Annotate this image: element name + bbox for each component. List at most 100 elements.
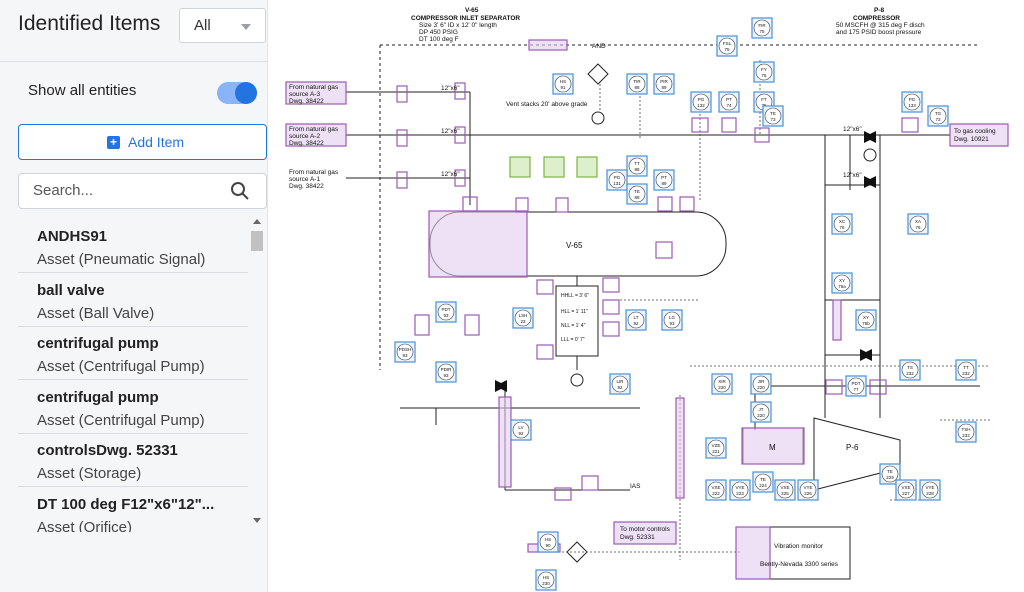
instrument-bubble[interactable]: PDT77 <box>846 376 866 396</box>
instrument-bubble[interactable]: HS230 <box>536 570 556 590</box>
item-type: Asset (Orifice) <box>37 519 132 532</box>
instrument-bubble[interactable]: XY76b <box>856 310 876 330</box>
instrument-tag: XIR <box>718 379 726 384</box>
instrument-bubble[interactable]: PT89 <box>654 170 674 190</box>
instrument-tag: PDSH <box>399 347 412 352</box>
instrument-number: 226 <box>804 491 812 496</box>
instrument-number: 76 <box>839 225 845 230</box>
instrument-bubble[interactable]: PDIR93 <box>436 362 456 382</box>
instrument-bubble[interactable]: VYE228 <box>920 480 940 500</box>
instrument-bubble[interactable]: FY75 <box>754 62 774 82</box>
list-item[interactable]: controlsDwg. 52331 Asset (Storage) <box>18 434 248 487</box>
instrument-number: 76a <box>838 284 846 289</box>
instrument-bubble[interactable]: TE88 <box>627 184 647 204</box>
list-item[interactable]: centrifugal pump Asset (Centrifugal Pump… <box>18 381 248 434</box>
instrument-tag: XY <box>863 315 869 320</box>
instrument-bubble[interactable]: FSL75 <box>717 36 737 56</box>
vent-note: Vent stacks 20' above grade <box>506 101 588 108</box>
instrument-bubble[interactable]: PT74 <box>719 92 739 112</box>
item-name: controlsDwg. 52331 <box>37 442 178 459</box>
instrument-bubble[interactable]: XC76 <box>832 214 852 234</box>
instrument-bubble[interactable]: HS90 <box>538 532 558 552</box>
instrument-tag: VZE <box>712 443 721 448</box>
instrument-tag: PT <box>661 175 667 180</box>
item-type: Asset (Centrifugal Pump) <box>37 358 205 375</box>
filter-dropdown[interactable]: All <box>179 8 266 43</box>
instrument-bubble[interactable]: JIR220 <box>751 374 771 394</box>
pipe-size: 12"x6" <box>441 128 460 135</box>
instrument-bubble[interactable]: TG73 <box>928 106 948 126</box>
level-label: NLL = 1' 4" <box>561 323 586 329</box>
motor-controls-label: Dwg. 52331 <box>620 534 655 541</box>
source-label: source A-3 <box>289 91 320 98</box>
instrument-tag: LV <box>518 425 523 430</box>
scroll-down-icon[interactable] <box>253 518 261 523</box>
show-all-toggle[interactable] <box>217 82 257 104</box>
instrument-bubble[interactable]: VXE222 <box>706 480 726 500</box>
instrument-bubble[interactable]: VYE226 <box>798 480 818 500</box>
instrument-tag: PT <box>726 97 732 102</box>
motor-controls-label: To motor controls <box>620 526 671 533</box>
pid-diagram-canvas[interactable]: FIR75FSL75FY75FT75HS91TIR88PIR89PG132PT7… <box>270 0 1024 592</box>
add-item-button[interactable]: + Add Item <box>18 124 267 160</box>
instrument-tag: PDIR <box>441 367 453 372</box>
instrument-tag: VYE <box>735 485 744 490</box>
instrument-bubble[interactable]: TSH232 <box>956 422 976 442</box>
instrument-tag: PIR <box>660 79 668 84</box>
list-item[interactable]: centrifugal pump Asset (Centrifugal Pump… <box>18 327 248 380</box>
instrument-bubble[interactable]: HS91 <box>553 74 573 94</box>
instrument-tag: PDT <box>852 381 861 386</box>
instrument-bubble[interactable]: PIR89 <box>654 74 674 94</box>
instrument-number: 132 <box>697 103 705 108</box>
instrument-number: 221 <box>712 449 720 454</box>
instrument-number: 88 <box>634 85 640 90</box>
instrument-bubble[interactable]: PDSH93 <box>395 342 415 362</box>
instrument-bubble[interactable]: XIR220 <box>712 374 732 394</box>
list-scrollbar[interactable] <box>249 215 265 530</box>
instrument-number: 75 <box>761 73 767 78</box>
instrument-tag: FIR <box>758 23 766 28</box>
instrument-bubble[interactable]: TT88 <box>627 156 647 176</box>
search-input[interactable] <box>33 182 223 199</box>
instrument-bubble[interactable]: TIR88 <box>627 74 647 94</box>
instrument-bubble[interactable]: LSH23 <box>513 308 533 328</box>
list-item[interactable]: DT 100 deg F12"x6"12"... Asset (Orifice) <box>18 488 248 532</box>
instrument-bubble[interactable]: JT220 <box>751 402 771 422</box>
instrument-bubble[interactable]: LG93 <box>662 310 682 330</box>
instrument-bubble[interactable]: PDT93 <box>436 302 456 322</box>
instrument-tag: VXE <box>901 485 910 490</box>
instrument-bubble[interactable]: LIR92 <box>610 374 630 394</box>
level-label: LLL = 0' 7" <box>561 337 585 343</box>
item-name: ANDHS91 <box>37 228 107 245</box>
list-item[interactable]: ball valve Asset (Ball Valve) <box>18 274 248 327</box>
instrument-tag: HS <box>543 575 549 580</box>
instrument-number: 76b <box>862 321 870 326</box>
instrument-bubble[interactable]: TS232 <box>900 360 920 380</box>
instrument-bubble[interactable]: VZE221 <box>706 438 726 458</box>
instrument-bubble[interactable]: FIR75 <box>752 18 772 38</box>
instrument-bubble[interactable]: LT92 <box>626 310 646 330</box>
list-item[interactable]: ANDHS91 Asset (Pneumatic Signal) <box>18 220 248 273</box>
vessel-label: V-65 <box>566 241 583 250</box>
instrument-bubble[interactable]: XY76a <box>832 273 852 293</box>
show-all-label: Show all entities <box>28 82 136 99</box>
vibration-label: Bently-Nevada 3300 series <box>760 561 839 568</box>
instrument-bubble[interactable]: VXE227 <box>896 480 916 500</box>
instrument-bubble[interactable]: XA76 <box>908 214 928 234</box>
instrument-bubble[interactable]: PG133 <box>902 92 922 112</box>
instrument-bubble[interactable]: TT232 <box>956 360 976 380</box>
instrument-bubble[interactable]: TE73 <box>763 106 783 126</box>
instrument-tag: PG <box>614 175 621 180</box>
scroll-up-icon[interactable] <box>253 219 261 224</box>
scroll-thumb[interactable] <box>251 231 263 251</box>
instrument-bubble[interactable]: PG132 <box>691 92 711 112</box>
instrument-bubble[interactable]: PG131 <box>607 170 627 190</box>
search-icon[interactable] <box>230 181 250 201</box>
instrument-tag: XC <box>839 219 846 224</box>
instrument-bubble[interactable]: LV92 <box>511 420 531 440</box>
instrument-bubble[interactable]: TE224 <box>753 472 773 492</box>
instrument-number: 131 <box>613 181 621 186</box>
instrument-bubble[interactable]: VXE225 <box>775 480 795 500</box>
instrument-number: 232 <box>906 371 914 376</box>
instrument-bubble[interactable]: VYE223 <box>730 480 750 500</box>
